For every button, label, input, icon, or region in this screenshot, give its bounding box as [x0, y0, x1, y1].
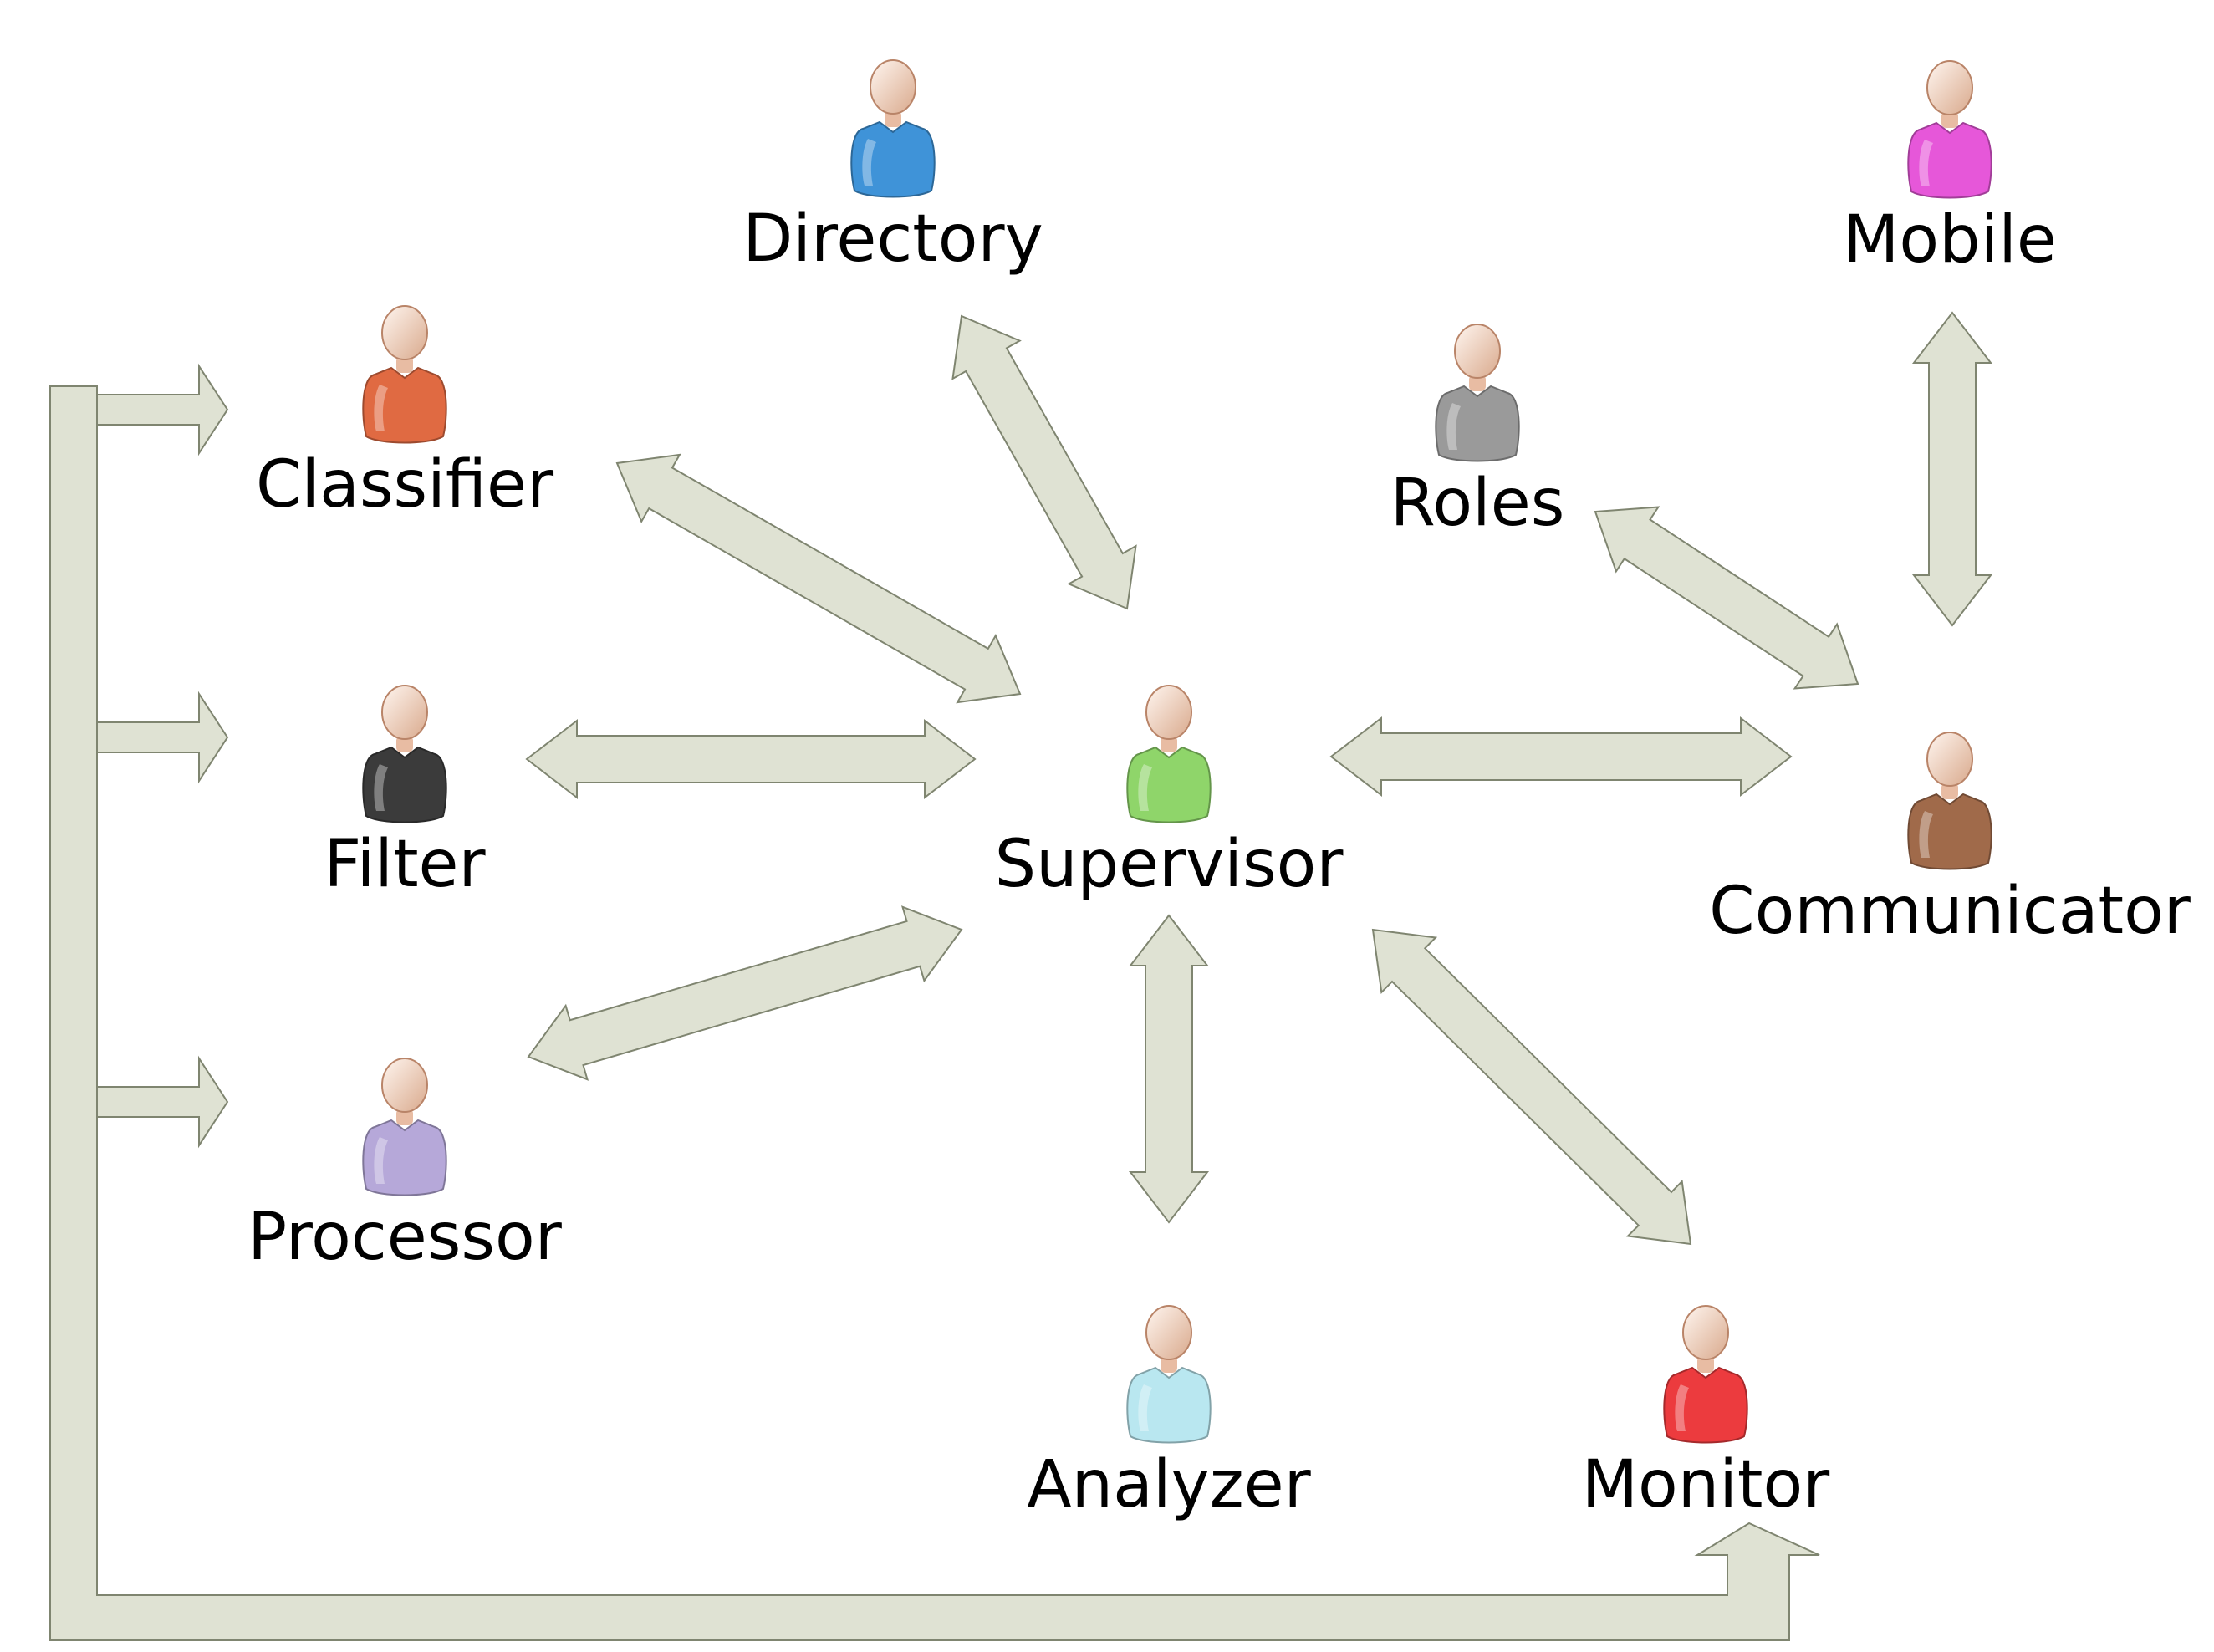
- agent-mobile: Mobile: [1843, 60, 2057, 278]
- agent-monitor: Monitor: [1582, 1305, 1830, 1522]
- person-icon: [1907, 732, 1992, 870]
- agent-label-supervisor: Supervisor: [995, 827, 1344, 902]
- arrow-directory-supervisor: [951, 314, 1137, 610]
- arrow-classifier-supervisor: [615, 453, 1022, 704]
- agent-label-mobile: Mobile: [1843, 202, 2057, 278]
- agent-label-communicator: Communicator: [1709, 874, 2191, 949]
- agent-filter: Filter: [324, 685, 487, 902]
- arrow-roles-communicator: [1594, 506, 1859, 690]
- person-icon: [1126, 1305, 1212, 1444]
- feedback-arrow-processor: [96, 1055, 229, 1149]
- agent-label-filter: Filter: [324, 827, 486, 902]
- person-icon: [362, 1058, 447, 1196]
- feedback-arrow-classifier: [96, 363, 229, 456]
- agent-analyzer: Analyzer: [1027, 1305, 1312, 1522]
- person-icon: [850, 59, 936, 198]
- person-icon: [362, 685, 447, 823]
- arrow-filter-supervisor: [525, 718, 977, 800]
- person-icon: [362, 305, 447, 444]
- arrow-processor-supervisor: [527, 905, 963, 1081]
- arrow-supervisor-analyzer: [1128, 914, 1210, 1224]
- agent-label-classifier: Classifier: [256, 447, 554, 523]
- arrow-mobile-communicator: [1911, 311, 1993, 627]
- arrow-supervisor-communicator: [1329, 716, 1793, 798]
- agent-label-monitor: Monitor: [1582, 1447, 1830, 1522]
- person-icon: [1435, 324, 1520, 462]
- feedback-bus-arrow: [49, 385, 1820, 1641]
- arrow-supervisor-monitor: [1371, 928, 1692, 1246]
- agent-label-processor: Processor: [247, 1200, 563, 1275]
- person-icon: [1126, 685, 1212, 823]
- agent-directory: Directory: [742, 59, 1043, 277]
- person-icon: [1663, 1305, 1748, 1444]
- agent-supervisor: Supervisor: [995, 685, 1344, 902]
- person-icon: [1907, 60, 1992, 199]
- agent-classifier: Classifier: [256, 305, 554, 523]
- agent-roles: Roles: [1390, 324, 1565, 541]
- agent-label-roles: Roles: [1390, 466, 1565, 541]
- agent-communicator: Communicator: [1709, 732, 2191, 949]
- agent-label-directory: Directory: [742, 201, 1043, 277]
- feedback-arrow-filter: [96, 691, 229, 784]
- agent-processor: Processor: [247, 1058, 563, 1275]
- agent-label-analyzer: Analyzer: [1027, 1447, 1311, 1522]
- arrows-layer: [49, 311, 1993, 1641]
